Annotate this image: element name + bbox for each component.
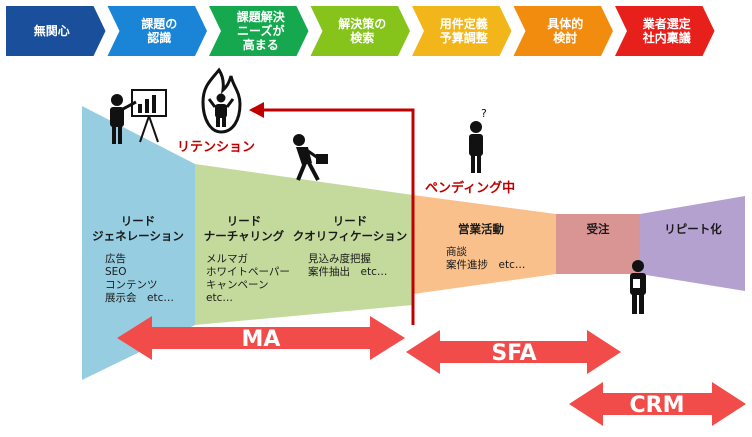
sales-activity-segment: [413, 195, 556, 294]
sales-activity-title: 営業活動: [458, 222, 504, 236]
lead-qualification-items: 見込み度把握 案件抽出 etc…: [308, 253, 388, 278]
ma-arrow-label: MA: [242, 327, 281, 352]
lead-qualification-title: リード クオリフィケーション: [292, 214, 408, 243]
crm-arrow-label: CRM: [630, 393, 685, 418]
phase-label: 無関心: [34, 23, 70, 38]
pending-label: ペンディング中: [425, 181, 516, 196]
phase-chevron: [615, 6, 715, 56]
svg-text:?: ?: [481, 107, 487, 120]
phase-label: 解決策の検索: [338, 16, 386, 45]
customer-person-icon: [630, 260, 646, 314]
phase-label: 課題解決ニーズが高まる: [237, 9, 286, 52]
retention-return-arrow: [249, 102, 415, 325]
phase-label: 業者選定社内稟議: [642, 16, 691, 45]
phase-chevron: [6, 6, 106, 56]
phase-chevron: [412, 6, 512, 56]
repeat-title: リピート化: [664, 222, 722, 236]
lead-generation-title: リード ジェネレーション: [92, 214, 184, 243]
order-title: 受注: [586, 222, 610, 236]
phase-chevron: [310, 6, 410, 56]
phase-label: 用件定義予算調整: [439, 16, 488, 45]
ma-arrow: MA: [117, 316, 405, 360]
phase-chevron: [107, 6, 207, 56]
lead-nurturing-title: リード ナーチャリング: [203, 214, 285, 243]
retention-label: リテンション: [177, 140, 256, 155]
sfa-arrow-label: SFA: [491, 341, 536, 366]
lead-nurturing-items: メルマガ ホワイトペーパー キャンペーン etc…: [206, 253, 290, 304]
order-segment: [556, 214, 640, 274]
confused-person-icon: ?: [469, 107, 487, 173]
fire-person-icon: [201, 67, 242, 134]
presenter-icon: [110, 89, 167, 144]
crm-arrow: CRM: [569, 382, 746, 426]
repeat-segment: [640, 196, 745, 291]
phase-bar: 無関心 課題の認識 課題解決ニーズが高まる 解決策の検索 用件定義予算調整 具体的検討 業者…: [6, 6, 715, 56]
running-businessman-icon: [293, 134, 328, 181]
lead-generation-segment: [82, 106, 195, 380]
sfa-arrow: SFA: [406, 330, 621, 374]
phase-label: 課題の認識: [141, 16, 177, 45]
phase-chevron: [513, 6, 613, 56]
sales-activity-items: 商談 案件進捗 etc…: [446, 246, 526, 271]
phase-label: 具体的検討: [547, 16, 583, 45]
lead-generation-items: 広告 SEO コンテンツ 展示会 etc…: [105, 253, 174, 304]
phase-chevron: [209, 6, 309, 56]
lead-nurturing-segment: [195, 164, 413, 325]
